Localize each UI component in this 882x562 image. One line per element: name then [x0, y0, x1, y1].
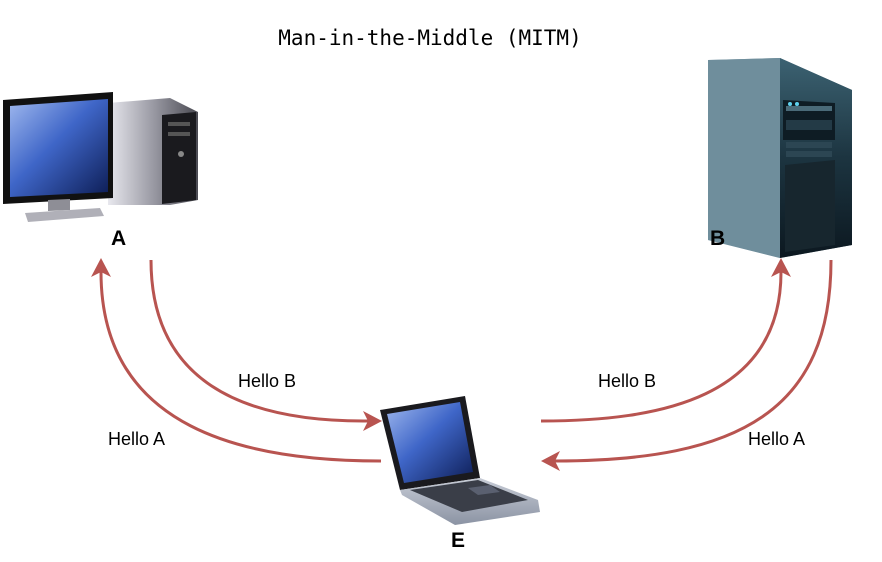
node-label-a: A — [111, 227, 127, 250]
edge-label-e-to-a: Hello A — [108, 429, 166, 449]
node-label-b: B — [710, 227, 726, 250]
edge-label-e-to-b: Hello B — [598, 371, 657, 391]
arrow-b-to-e — [541, 259, 833, 471]
desktop-computer-icon — [3, 92, 198, 222]
edge-label-b-to-e: Hello A — [748, 429, 806, 449]
server-tower-icon — [708, 58, 852, 258]
edge-label-a-to-e: Hello B — [238, 371, 297, 391]
arrow-e-to-b — [540, 258, 791, 423]
node-label-e: E — [451, 529, 466, 552]
diagram-title: Man-in-the-Middle (MITM) — [278, 26, 582, 50]
laptop-icon — [380, 396, 540, 525]
arrow-e-to-a — [91, 258, 382, 463]
arrow-a-to-e — [149, 259, 382, 431]
